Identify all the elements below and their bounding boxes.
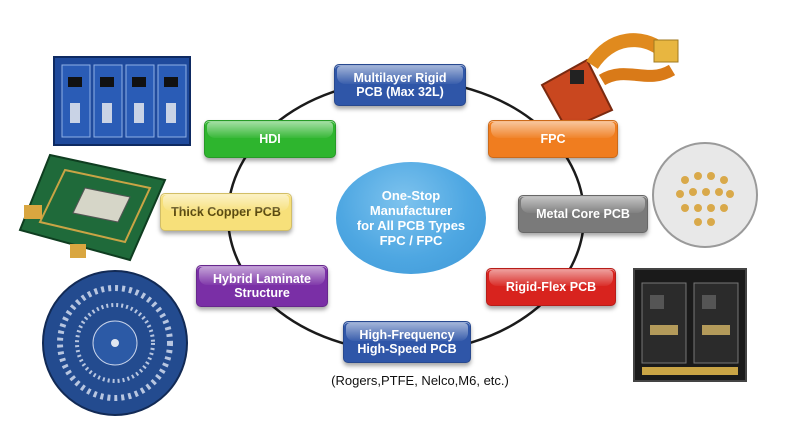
node-multilayer-rigid-pcb: Multilayer Rigid PCB (Max 32L) bbox=[334, 64, 466, 106]
node-label: HDI bbox=[259, 132, 281, 146]
node-fpc: FPC bbox=[488, 120, 618, 158]
node-label: Hybrid Laminate bbox=[213, 272, 311, 286]
metal-core-pcb-photo bbox=[652, 142, 758, 248]
multilayer-pcb-photo bbox=[53, 56, 191, 146]
node-label: High-Speed PCB bbox=[357, 342, 457, 356]
fpc-photo bbox=[540, 33, 679, 132]
materials-footnote: (Rogers,PTFE, Nelco,M6, etc.) bbox=[331, 373, 509, 388]
rigid-flex-pcb-photo bbox=[633, 268, 747, 382]
node-label: Metal Core PCB bbox=[536, 207, 630, 221]
center-line: for All PCB Types bbox=[356, 218, 466, 233]
node-label: PCB (Max 32L) bbox=[356, 85, 444, 99]
node-high-frequency-pcb: High-Frequency High-Speed PCB bbox=[343, 321, 471, 363]
node-rigid-flex-pcb: Rigid-Flex PCB bbox=[486, 268, 616, 306]
node-metal-core-pcb: Metal Core PCB bbox=[518, 195, 648, 233]
center-hub: One-Stop Manufacturer for All PCB Types … bbox=[336, 162, 486, 274]
node-label: Multilayer Rigid bbox=[353, 71, 447, 85]
node-thick-copper-pcb: Thick Copper PCB bbox=[160, 193, 292, 231]
center-line: One-Stop bbox=[381, 188, 441, 203]
hybrid-laminate-pcb-photo bbox=[42, 270, 188, 416]
node-label: High-Frequency bbox=[359, 328, 455, 342]
center-line: Manufacturer bbox=[369, 203, 453, 218]
node-label: Rigid-Flex PCB bbox=[505, 280, 597, 294]
node-label: Structure bbox=[234, 286, 290, 300]
node-hdi: HDI bbox=[204, 120, 336, 158]
node-label: Thick Copper PCB bbox=[171, 205, 281, 219]
thick-copper-pcb-photo bbox=[18, 153, 167, 262]
node-hybrid-laminate-structure: Hybrid Laminate Structure bbox=[196, 265, 328, 307]
center-line: FPC / FPC bbox=[379, 233, 443, 248]
node-label: FPC bbox=[540, 132, 566, 146]
